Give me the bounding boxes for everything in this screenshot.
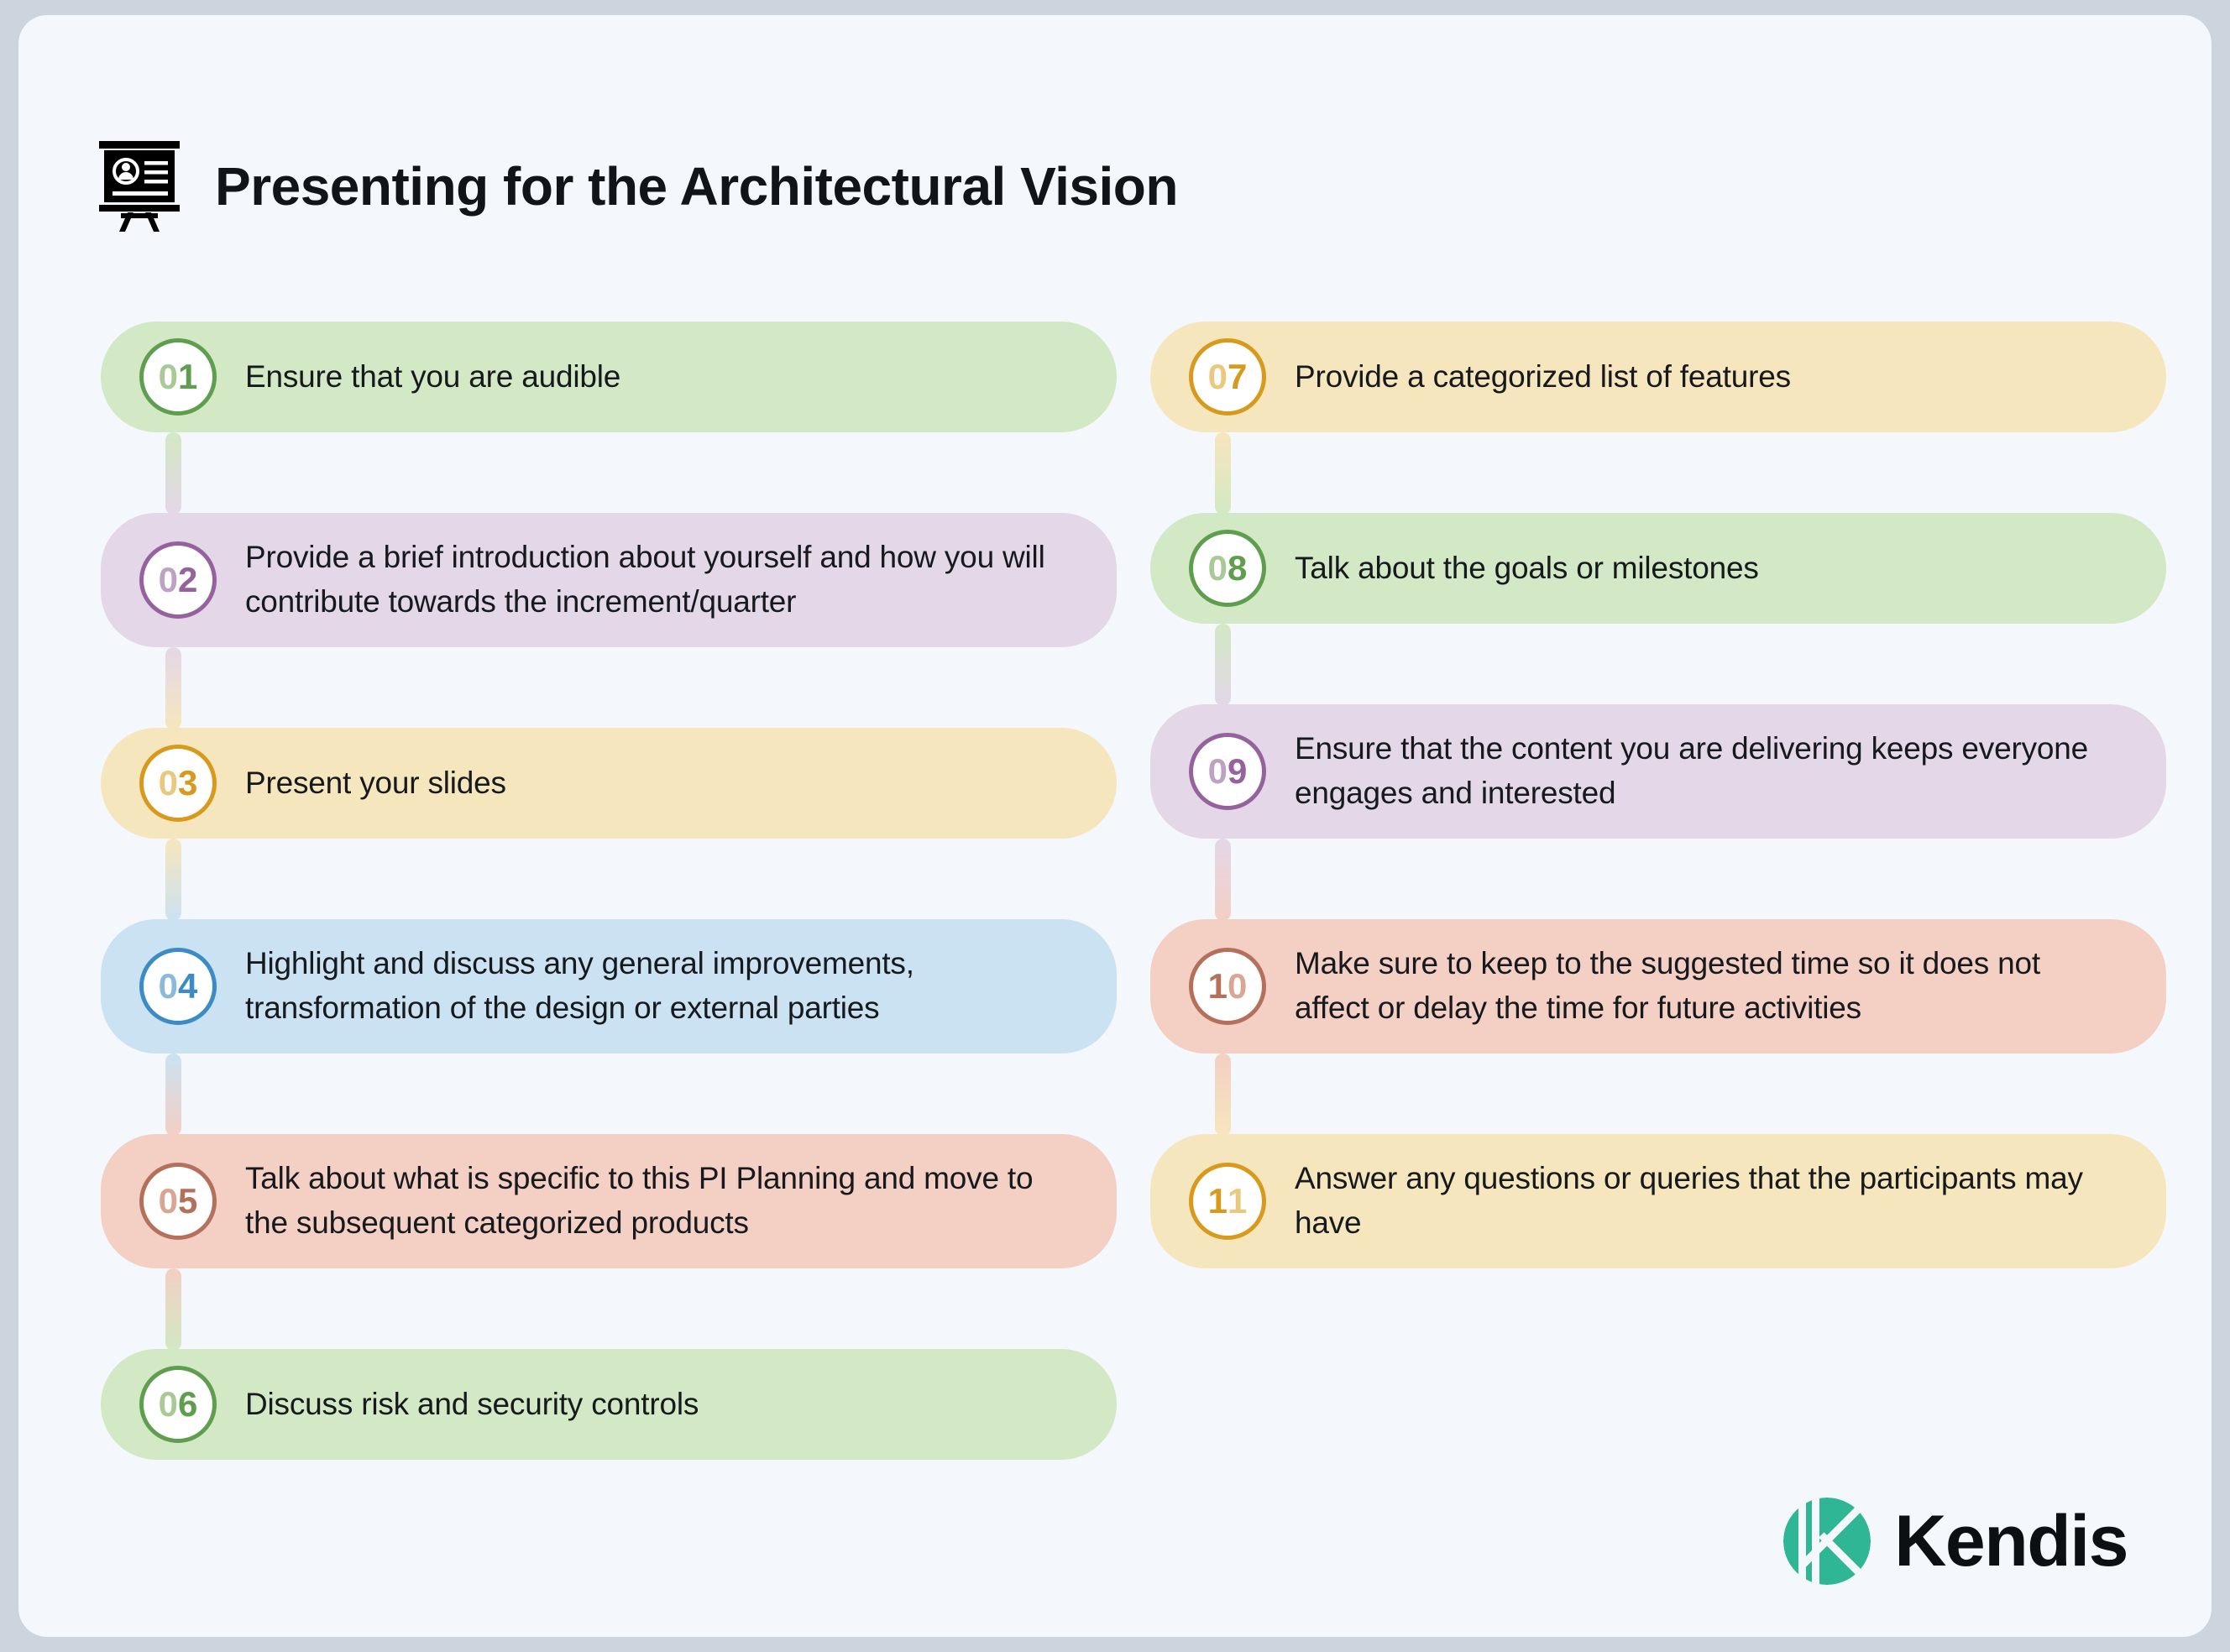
step-number-digit: 0 — [158, 1384, 178, 1424]
step-number-digit: 9 — [1228, 751, 1248, 791]
step-number-digit: 0 — [158, 560, 178, 599]
step-connector — [165, 432, 181, 515]
step-text: Answer any questions or queries that the… — [1295, 1161, 2083, 1240]
step-text: Ensure that the content you are deliveri… — [1295, 731, 2089, 810]
step-number-digit: 1 — [178, 357, 198, 396]
step-connector — [1215, 839, 1231, 921]
step-number-digit: 4 — [178, 966, 198, 1006]
step-connector — [1215, 432, 1231, 515]
step-number-digit: 0 — [158, 357, 178, 396]
step-text: Provide a brief introduction about yours… — [245, 540, 1045, 619]
page-title: Presenting for the Architectural Vision — [215, 156, 1178, 217]
kendis-k-logo-icon — [1782, 1496, 1872, 1587]
step-number-digit: 8 — [1228, 548, 1248, 588]
step-number-digit: 0 — [158, 1181, 178, 1221]
step-connector — [165, 839, 181, 921]
step-number-digit: 1 — [1207, 1181, 1228, 1221]
presentation-board-icon — [96, 139, 183, 233]
step-number-digit: 0 — [158, 763, 178, 802]
page-header: Presenting for the Architectural Vision — [96, 139, 1178, 233]
step-text: Ensure that you are audible — [245, 358, 621, 394]
step-text: Present your slides — [245, 765, 506, 800]
brand-name: Kendis — [1894, 1501, 2128, 1581]
step-connector — [165, 1268, 181, 1351]
step-number-digit: 6 — [178, 1384, 198, 1424]
step-connector — [1215, 624, 1231, 706]
step-text: Discuss risk and security controls — [245, 1386, 699, 1421]
step-number-digit: 0 — [1207, 548, 1228, 588]
step-number-digit: 1 — [1207, 966, 1228, 1006]
step-number-digit: 3 — [178, 763, 198, 802]
infographic-page: Presenting for the Architectural Vision … — [18, 15, 2212, 1637]
step-text: Talk about the goals or milestones — [1295, 550, 1759, 585]
step-number-digit: 5 — [178, 1181, 198, 1221]
step-number-digit: 7 — [1228, 357, 1248, 396]
step-number-digit: 1 — [1228, 1181, 1248, 1221]
brand-logo: Kendis — [1782, 1496, 2128, 1587]
step-text: Make sure to keep to the suggested time … — [1295, 946, 2041, 1025]
step-connector — [165, 647, 181, 729]
step-number-digit: 0 — [158, 966, 178, 1006]
step-number-digit: 0 — [1207, 751, 1228, 791]
step-number-digit: 0 — [1228, 966, 1248, 1006]
step-text: Talk about what is specific to this PI P… — [245, 1161, 1034, 1240]
step-connector — [165, 1053, 181, 1136]
step-number-digit: 0 — [1207, 357, 1228, 396]
step-text: Highlight and discuss any general improv… — [245, 946, 914, 1025]
step-number-digit: 2 — [178, 560, 198, 599]
step-connector — [1215, 1053, 1231, 1136]
step-text: Provide a categorized list of features — [1295, 358, 1791, 394]
